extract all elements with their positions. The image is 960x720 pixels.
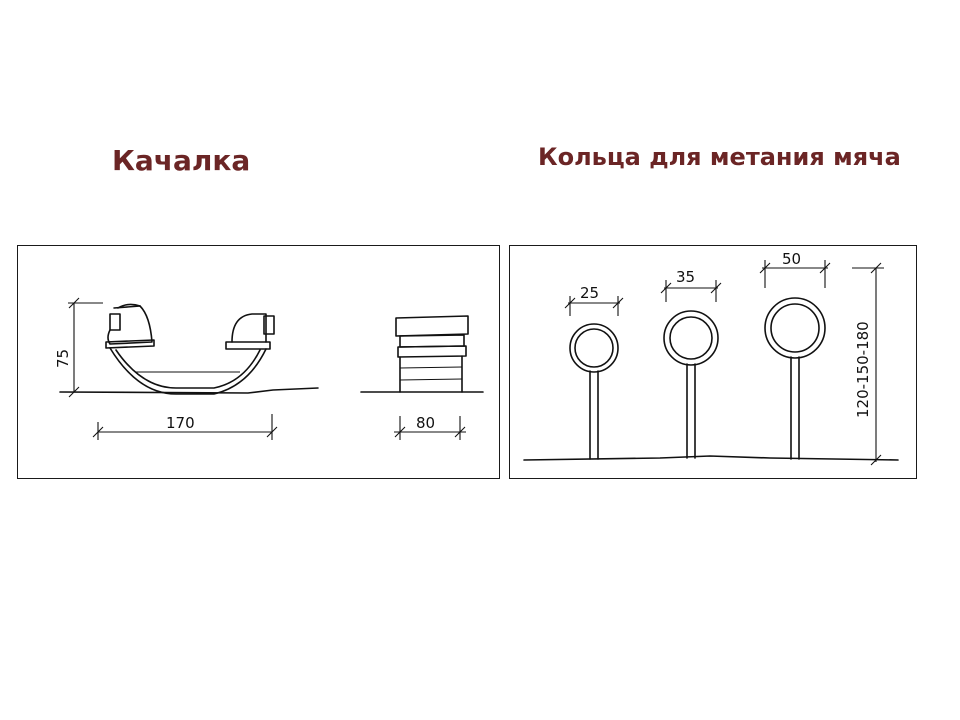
- ring-large-label: 50: [782, 250, 801, 268]
- rocker-height-label: 75: [54, 349, 72, 368]
- ring-large: 50: [759, 250, 831, 460]
- rings-title: Кольца для метания мяча: [538, 143, 901, 171]
- rocker-ground-line: [59, 387, 319, 394]
- rocker-width-dimension: 80: [394, 414, 466, 440]
- rings-drawing: 25 35 50: [523, 250, 899, 466]
- rocker-side-view: [395, 315, 469, 393]
- rocker-left-seat: [105, 303, 155, 349]
- rocker-right-seat: [225, 313, 275, 350]
- rocker-width-label: 80: [416, 414, 435, 432]
- ring-medium: 35: [660, 268, 722, 459]
- ring-small-label: 25: [580, 284, 599, 302]
- ring-small: 25: [564, 284, 624, 460]
- rocker-drawing-panel: 75 170: [17, 245, 500, 479]
- rocker-title: Качалка: [112, 144, 251, 177]
- rings-height-dimension: 120-150-180: [852, 262, 884, 466]
- rings-drawing-panel: 25 35 50: [509, 245, 917, 479]
- rocker-drawing: 75 170: [54, 297, 484, 440]
- rocker-length-label: 170: [166, 414, 195, 432]
- rocker-arc: [109, 347, 267, 395]
- rings-ground-line: [523, 455, 899, 461]
- rocker-height-dimension: 75: [54, 297, 103, 398]
- rocker-length-dimension: 170: [92, 414, 278, 440]
- ring-medium-label: 35: [676, 268, 695, 286]
- rings-height-label: 120-150-180: [854, 321, 872, 418]
